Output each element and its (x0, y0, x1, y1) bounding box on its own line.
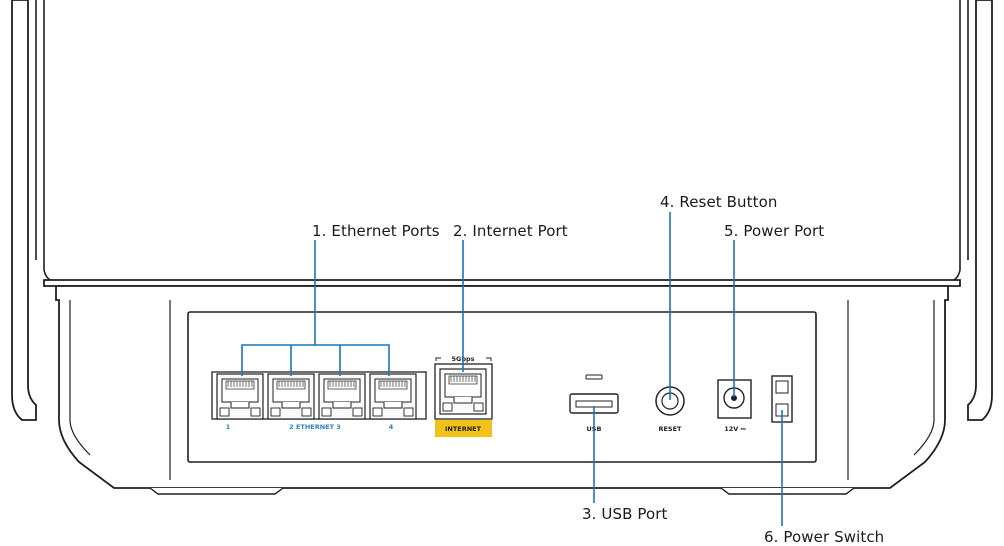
ethernet-label-4: 4 (389, 423, 394, 431)
ethernet-ports: 1 2 ETHERNET 3 4 (211, 371, 427, 431)
ethernet-port-1 (216, 373, 264, 420)
reset-button-callout: 4. Reset Button (660, 193, 778, 211)
internet-port-callout: 2. Internet Port (453, 222, 568, 240)
power-label: 12V ⎓ (724, 425, 746, 433)
ethernet-port-4 (369, 373, 417, 420)
reset-label: RESET (658, 425, 682, 433)
power-switch-callout: 6. Power Switch (764, 528, 885, 546)
ethernet-ports-callout: 1. Ethernet Ports (312, 222, 440, 240)
internet-label: INTERNET (445, 425, 482, 433)
ethernet-label-1: 1 (226, 423, 231, 431)
internet-port: 5Gbps INTERNET (434, 355, 493, 437)
ethernet-port-3 (318, 373, 366, 420)
ethernet-bracket-branches (290, 345, 341, 376)
router-body (43, 279, 961, 495)
right-antenna (948, 0, 993, 421)
ethernet-label-center: 2 ETHERNET 3 (289, 423, 341, 431)
ethernet-port-2 (267, 373, 315, 420)
power-switch (771, 375, 793, 423)
callout-lines (241, 212, 783, 526)
left-antenna (11, 0, 56, 421)
power-port-callout: 5. Power Port (724, 222, 825, 240)
ethernet-bracket (241, 344, 390, 376)
usb-port-callout: 3. USB Port (582, 505, 668, 523)
